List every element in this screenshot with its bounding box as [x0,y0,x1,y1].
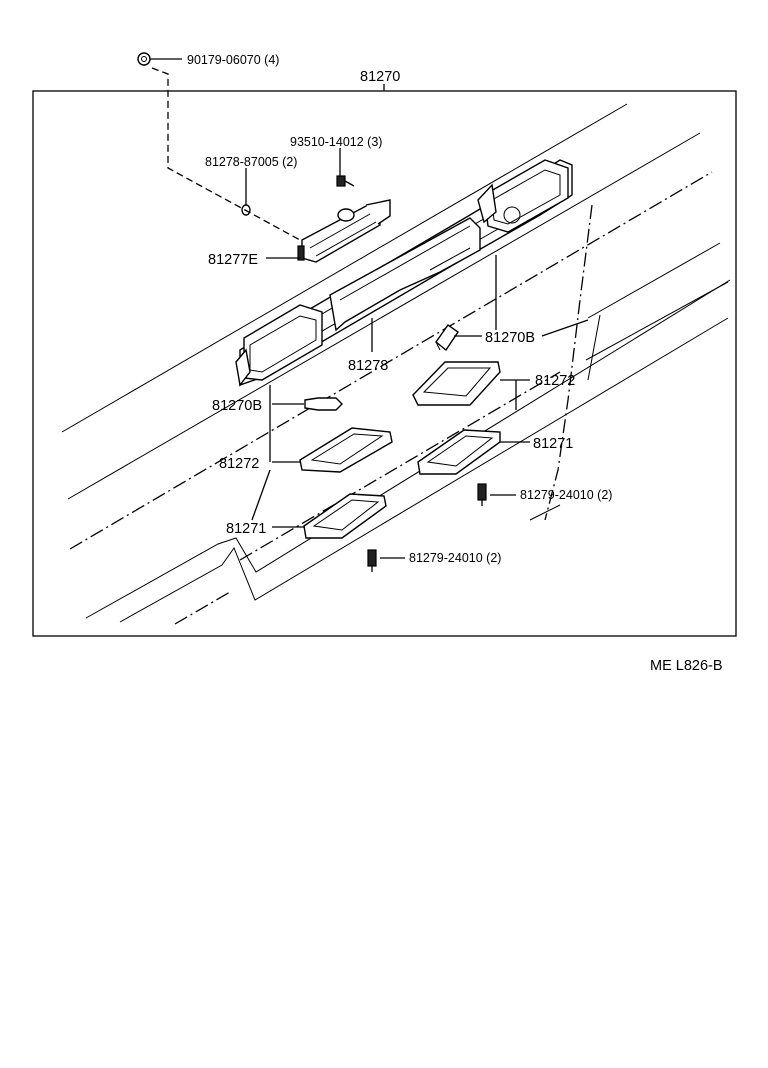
gasket-right-part [412,361,501,406]
callout-nut: 90179-06070 (4) [187,53,279,67]
callout-bulb-right: 81270B [485,330,535,346]
bulb-right-part [435,324,459,352]
callout-clip: 81278-87005 (2) [205,155,297,169]
callout-bulb-left: 81270B [212,398,262,414]
gasket-left-part [299,427,393,473]
nut-dashed-leader [151,67,301,241]
screw-top-part [336,175,355,187]
callout-socket: 81277E [208,252,258,268]
callout-screw-top: 93510-14012 (3) [290,135,382,149]
socket-part [297,199,391,263]
screw-right-part [477,483,487,506]
callout-lens-left: 81271 [226,521,266,537]
assembly-label: 81270 [360,69,400,85]
body-panel [61,103,731,625]
leader-lines [150,58,589,559]
callout-screw-left: 81279-24010 (2) [409,551,501,565]
callout-bracket: 81278 [348,358,388,374]
callout-gasket-left: 81272 [219,456,259,472]
lens-right-part [417,429,501,475]
lens-left-part [303,493,387,539]
callout-lens-right: 81271 [533,436,573,452]
callout-screw-right: 81279-24010 (2) [520,488,612,502]
reference-code: ME L826-B [650,658,723,674]
callout-gasket-right: 81272 [535,373,575,389]
screw-left-part [367,549,377,572]
nut-part [137,52,151,66]
bulb-left-part [304,397,343,411]
lamp-bracket-assembly [235,159,573,387]
